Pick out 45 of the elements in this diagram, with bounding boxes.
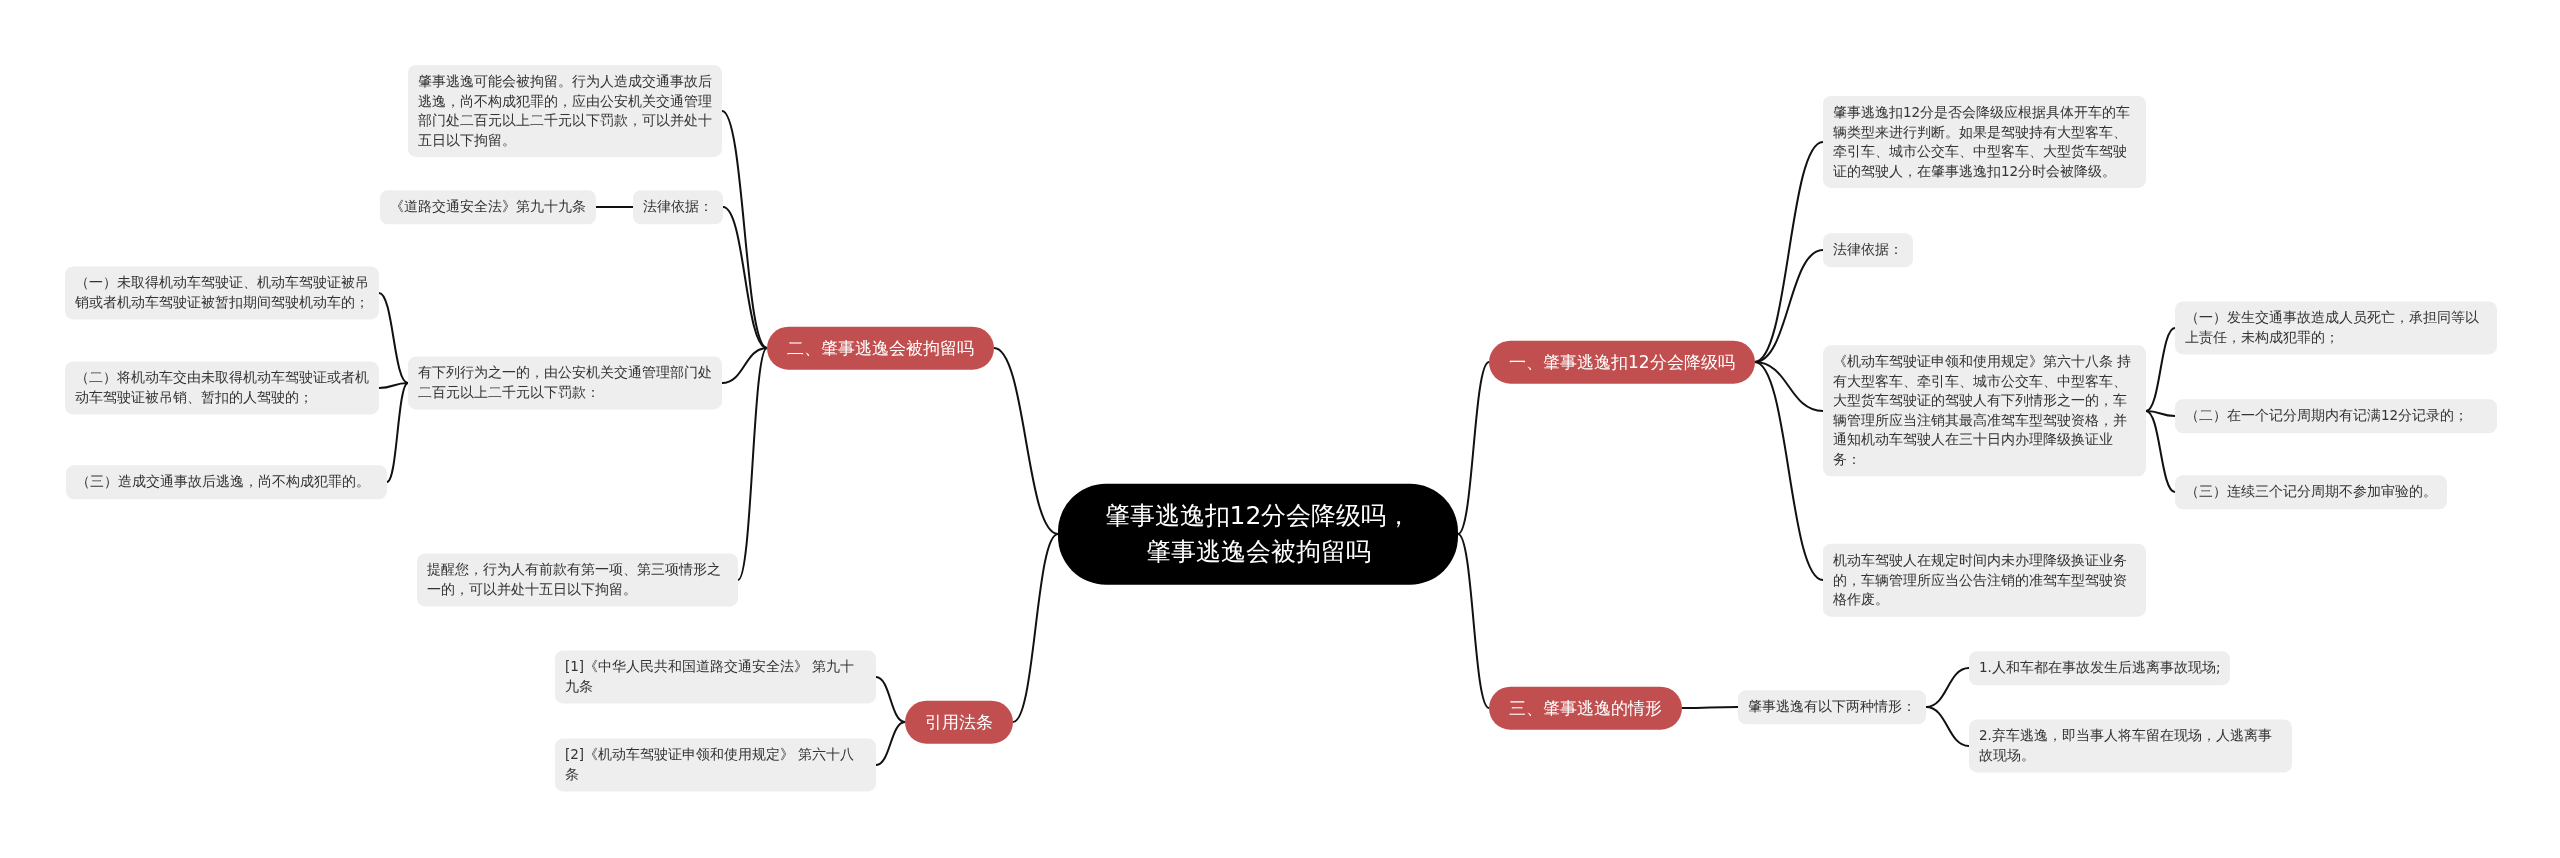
connector-line bbox=[1925, 706, 1970, 747]
connector-line bbox=[993, 347, 1059, 535]
connector-line bbox=[378, 382, 409, 389]
text-card: 2.弃车逃逸，即当事人将车留在现场，人逃离事故现场。 bbox=[1969, 719, 2292, 773]
text-card: 《机动车驾驶证申领和使用规定》第六十八条 持有大型客车、牵引车、城市公交车、中型客车、大型货车驾驶证的驾驶人有下列情形之一的，车辆管理所应当注销其最高准驾车型驾驶资格，并通知机动车驾驶人在三十日内办理降级换证业务： bbox=[1823, 345, 2146, 477]
text-card: 法律依据： bbox=[1823, 233, 1913, 267]
connector-line bbox=[875, 676, 906, 723]
text-card: 肇事逃逸有以下两种情形： bbox=[1738, 690, 1926, 724]
connector-line bbox=[737, 347, 768, 581]
text-card: [2]《机动车驾驶证申领和使用规定》 第六十八条 bbox=[555, 738, 876, 792]
connector-line bbox=[1753, 361, 1824, 581]
connector-line bbox=[595, 206, 634, 208]
text-card: （二）将机动车交由未取得机动车驾驶证或者机动车驾驶证被吊销、暂扣的人驾驶的； bbox=[65, 361, 379, 415]
text-card: （三）造成交通事故后逃逸，尚不构成犯罪的。 bbox=[66, 465, 387, 499]
text-card: （三）连续三个记分周期不参加审验的。 bbox=[2175, 475, 2447, 509]
connector-line bbox=[721, 110, 768, 349]
text-card: 机动车驾驶人在规定时间内未办理降级换证业务的，车辆管理所应当公告注销的准驾车型驾驶资格作废。 bbox=[1823, 543, 2146, 617]
text-card: 《道路交通安全法》第九十九条 bbox=[380, 190, 596, 224]
text-card: 提醒您，行为人有前款有第一项、第三项情形之一的，可以并处十五日以下拘留。 bbox=[417, 553, 738, 607]
branch-topic: 一、肇事逃逸扣12分会降级吗 bbox=[1489, 340, 1755, 384]
text-card: 肇事逃逸扣12分是否会降级应根据具体开车的车辆类型来进行判断。如果是驾驶持有大型客车、牵引车、城市公交车、中型客车、大型货车驾驶证的驾驶人，在肇事逃逸扣12分时会被降级。 bbox=[1823, 95, 2146, 189]
connector-line bbox=[875, 721, 906, 766]
text-card: 肇事逃逸可能会被拘留。行为人造成交通事故后逃逸，尚不构成犯罪的，应由公安机关交通管理部门处二百元以上二千元以下罚款，可以并处十五日以下拘留。 bbox=[408, 64, 722, 158]
branch-topic: 引用法条 bbox=[905, 700, 1013, 744]
text-card: 法律依据： bbox=[633, 190, 723, 224]
connector-line bbox=[721, 347, 768, 384]
connector-line bbox=[722, 206, 768, 349]
connector-line bbox=[378, 292, 409, 384]
text-card: （一）未取得机动车驾驶证、机动车驾驶证被吊销或者机动车驾驶证被暂扣期间驾驶机动车的； bbox=[65, 266, 379, 320]
connector-line bbox=[1012, 533, 1059, 723]
branch-topic: 二、肇事逃逸会被拘留吗 bbox=[767, 326, 994, 370]
branch-topic: 三、肇事逃逸的情形 bbox=[1489, 686, 1682, 730]
connector-line bbox=[2145, 410, 2176, 417]
connector-line bbox=[2145, 410, 2176, 493]
connector-line bbox=[1457, 533, 1490, 709]
text-card: （一）发生交通事故造成人员死亡，承担同等以上责任，未构成犯罪的； bbox=[2175, 301, 2497, 355]
connector-line bbox=[1681, 706, 1739, 709]
connector-line bbox=[1457, 361, 1490, 535]
text-card: （二）在一个记分周期内有记满12分记录的； bbox=[2175, 399, 2497, 433]
connector-line bbox=[2145, 327, 2176, 412]
text-card: [1]《中华人民共和国道路交通安全法》 第九十九条 bbox=[555, 650, 876, 704]
text-card: 1.人和车都在事故发生后逃离事故现场; bbox=[1969, 651, 2231, 685]
text-card: 有下列行为之一的，由公安机关交通管理部门处二百元以上二千元以下罚款： bbox=[408, 356, 722, 410]
connector-line bbox=[386, 382, 409, 483]
central-topic: 肇事逃逸扣12分会降级吗，肇事逃逸会被拘留吗 bbox=[1058, 483, 1458, 585]
